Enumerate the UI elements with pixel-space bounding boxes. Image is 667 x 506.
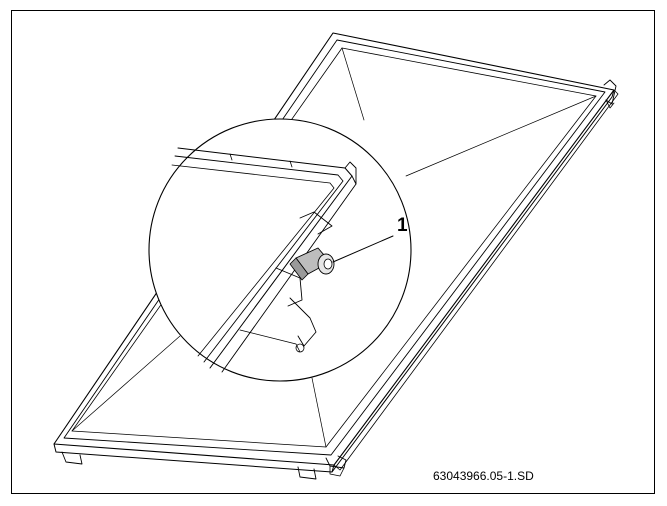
callout-leader-line <box>332 235 394 263</box>
detail-magnifier <box>148 118 412 382</box>
glass-reflection-lines <box>71 47 597 448</box>
callout-label: 1 <box>397 215 408 236</box>
collector-frame <box>53 32 619 480</box>
figure-reference-code: 63043966.05-1.SD <box>433 469 534 483</box>
